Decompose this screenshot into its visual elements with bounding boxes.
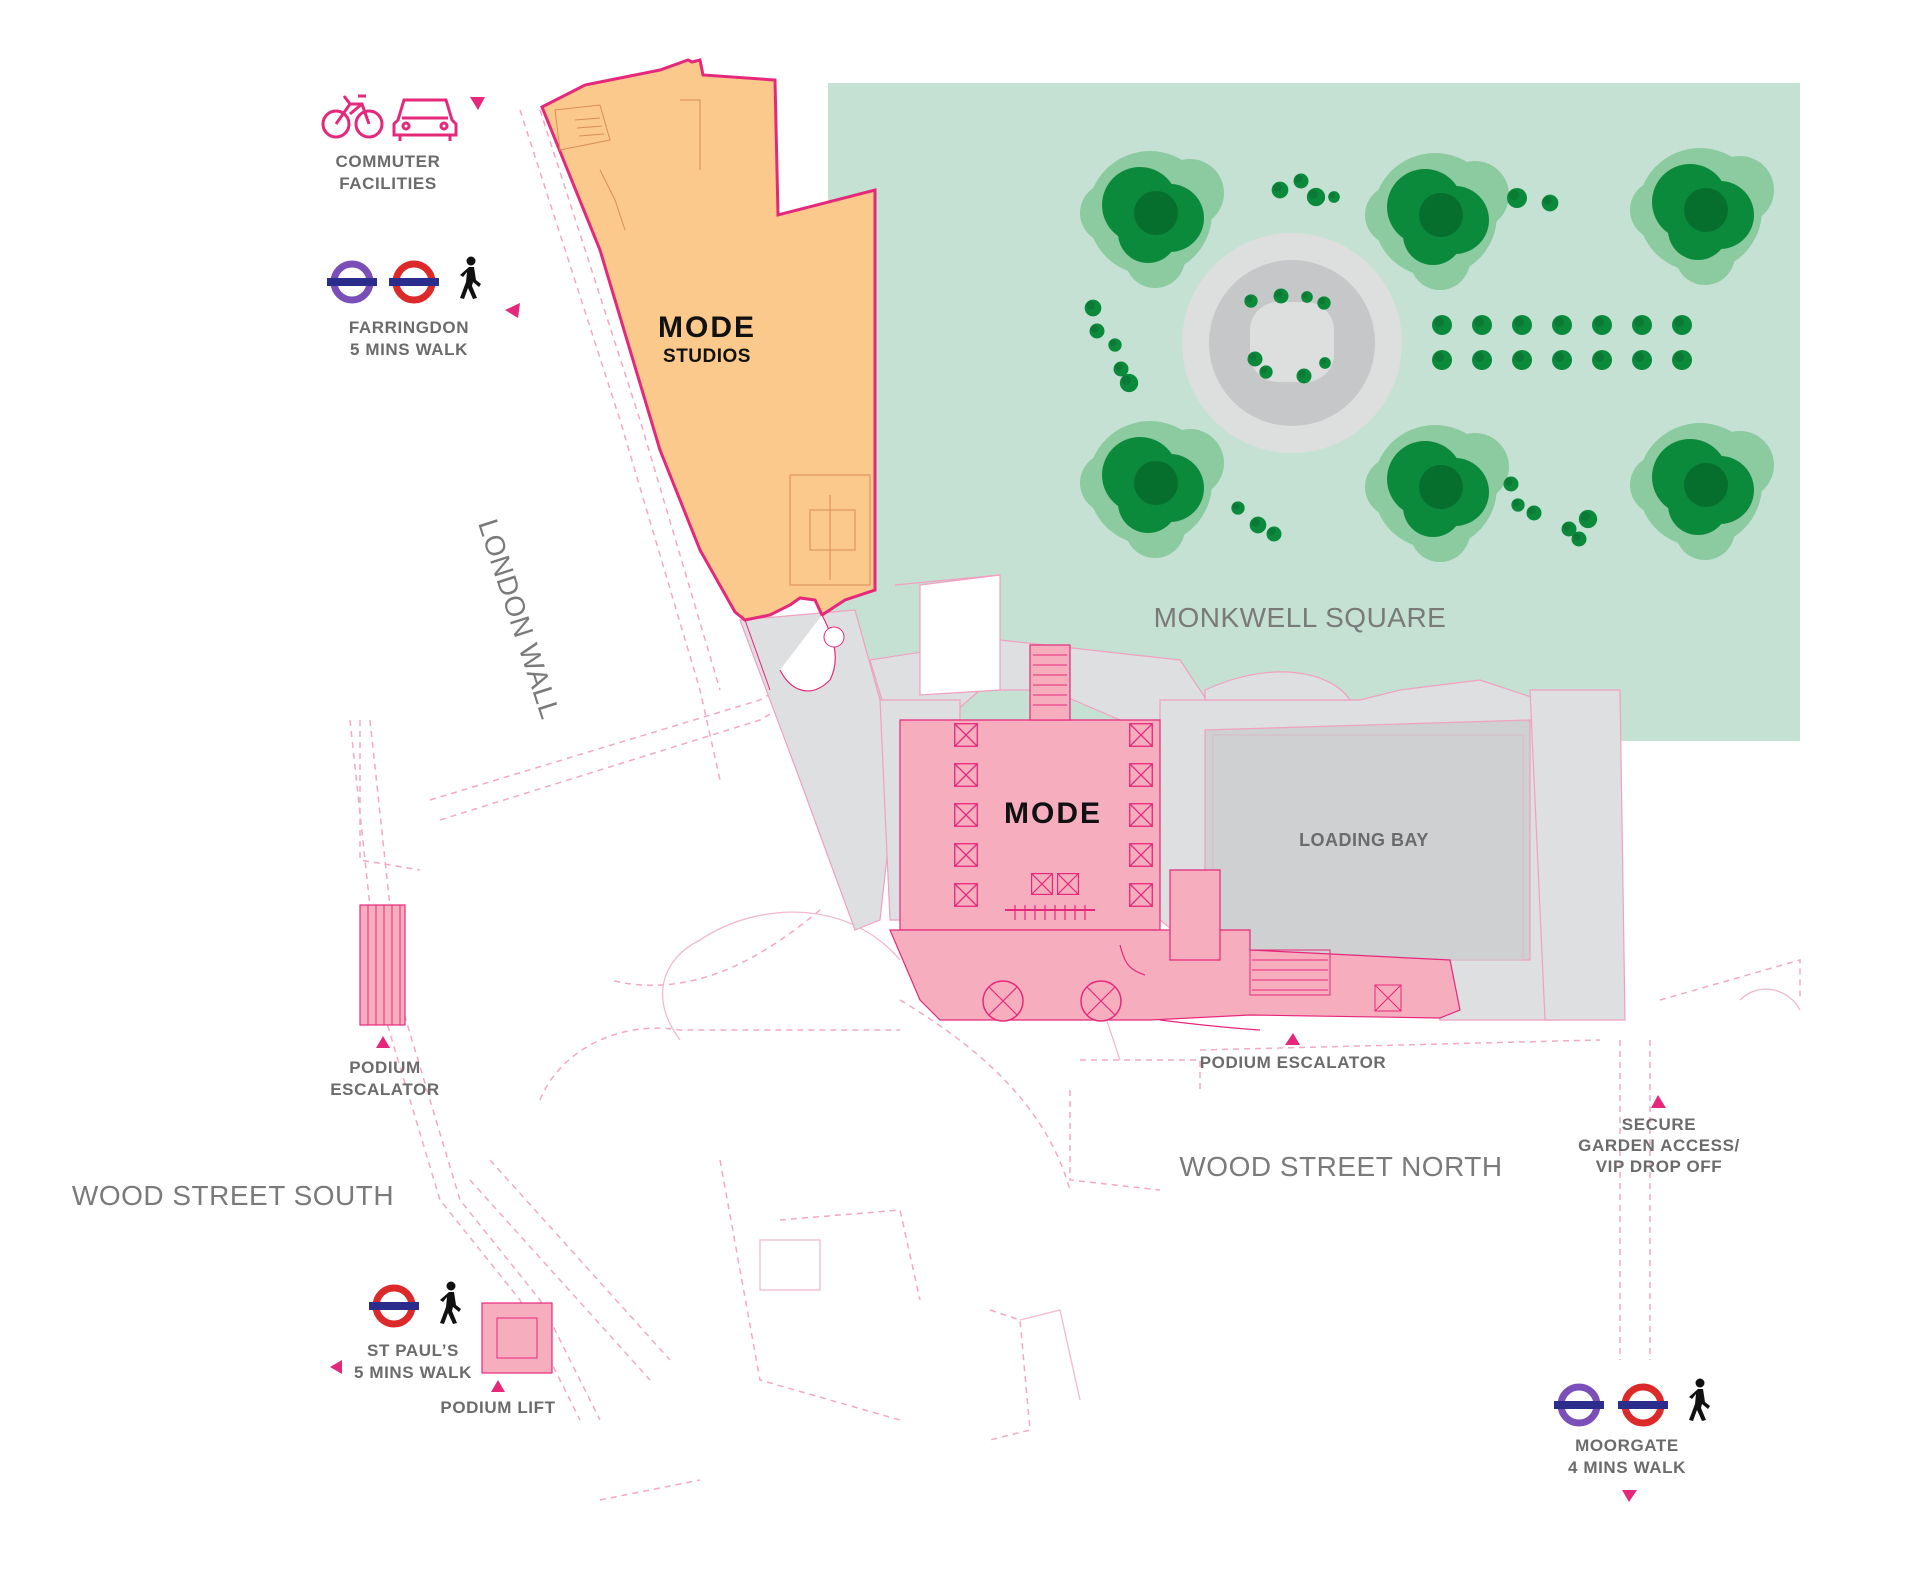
- podium-lift: [481, 1302, 553, 1374]
- secure-label-1: SECURE: [1622, 1115, 1696, 1134]
- commuter-arrow: [470, 97, 485, 110]
- stpauls-arrow: [330, 1360, 342, 1374]
- bicycle-icon: [321, 94, 384, 139]
- podium-escalator-left-label-1: PODIUM: [349, 1058, 421, 1077]
- wood-street-north-label: WOOD STREET NORTH: [1179, 1151, 1502, 1182]
- stpauls-walking-person-icon: [440, 1281, 461, 1324]
- moorgate-elizabeth-line-roundel-icon: [1554, 1387, 1604, 1423]
- podium-escalator-left-label-2: ESCALATOR: [330, 1080, 440, 1099]
- london-wall-label: LONDON WALL: [472, 515, 566, 723]
- secure-label-2: GARDEN ACCESS/: [1578, 1136, 1740, 1155]
- moorgate-arrow: [1622, 1490, 1637, 1502]
- studios-word: STUDIOS: [663, 346, 751, 367]
- podium-lift-label: PODIUM LIFT: [440, 1398, 555, 1417]
- elizabeth-line-roundel-icon: [327, 264, 377, 300]
- podium-escalator-main-label: PODIUM ESCALATOR: [1200, 1053, 1387, 1072]
- walking-person-icon: [460, 256, 481, 299]
- loading-bay-label: LOADING BAY: [1299, 830, 1429, 850]
- farringdon-label-2: 5 MINS WALK: [350, 340, 468, 359]
- stpauls-underground-roundel-icon: [369, 1288, 419, 1324]
- commuter-label-2: FACILITIES: [339, 174, 437, 193]
- moorgate-label-2: 4 MINS WALK: [1568, 1458, 1686, 1477]
- monkwell-square-label: MONKWELL SQUARE: [1154, 602, 1447, 633]
- mode-logo: MODE: [1004, 797, 1102, 830]
- secure-access-arrow: [1651, 1095, 1666, 1108]
- garden-roundabout: [1182, 233, 1402, 453]
- stpauls-label-1: ST PAUL’S: [367, 1341, 459, 1360]
- podium-escalator-left: [359, 904, 406, 1026]
- secure-label-3: VIP DROP OFF: [1596, 1157, 1723, 1176]
- podium-escalator-main-arrow: [1285, 1033, 1300, 1045]
- loading-bay: [1212, 734, 1524, 961]
- moorgate-label-1: MOORGATE: [1575, 1436, 1679, 1455]
- moorgate-walking-person-icon: [1689, 1378, 1710, 1421]
- farringdon-arrow: [505, 303, 520, 318]
- mode-building: [889, 644, 1461, 1031]
- commuter-label-1: COMMUTER: [336, 152, 441, 171]
- underground-roundel-icon: [389, 264, 439, 300]
- podium-lift-arrow: [491, 1380, 505, 1392]
- studios-mode-logo: MODE: [658, 311, 756, 344]
- moorgate-underground-roundel-icon: [1618, 1387, 1668, 1423]
- car-icon: [392, 98, 458, 141]
- wood-street-south-label: WOOD STREET SOUTH: [72, 1180, 394, 1211]
- podium-escalator-left-arrow: [376, 1036, 390, 1048]
- mode-studios-building: [540, 58, 877, 692]
- farringdon-label-1: FARRINGDON: [349, 318, 469, 337]
- stpauls-label-2: 5 MINS WALK: [354, 1363, 472, 1382]
